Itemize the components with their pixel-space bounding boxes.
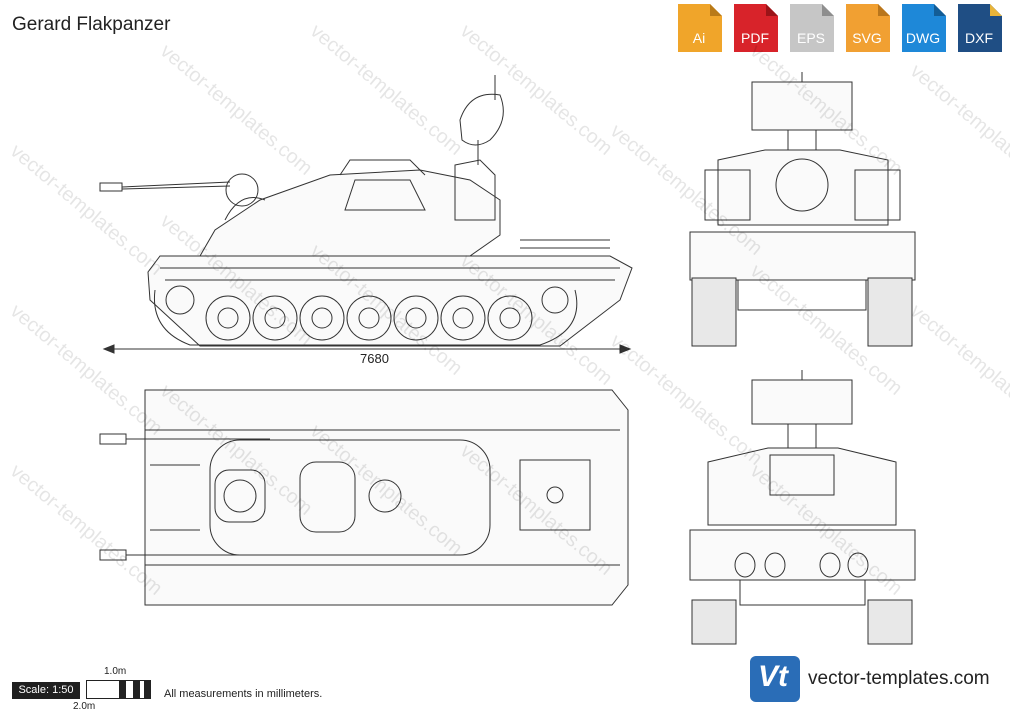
dwg-format-badge[interactable]: DWG [900,4,946,52]
dimension-line [102,344,632,354]
file-icon [790,4,834,52]
dxf-format-badge[interactable]: DXF [956,4,1002,52]
file-icon [678,4,722,52]
format-badges: Ai PDF EPS SVG DWG DXF [676,4,1002,52]
file-icon [958,4,1002,52]
scale-bar [86,680,151,699]
scale-label: Scale: 1:50 [12,682,80,699]
page-title: Gerard Flakpanzer [12,14,171,35]
side-view [99,75,633,347]
eps-format-badge[interactable]: EPS [788,4,834,52]
pdf-format-badge[interactable]: PDF [732,4,778,52]
scale-small-label: 1.0m [104,666,127,677]
top-view [99,389,629,606]
front-view [689,72,916,347]
length-dimension: 7680 [360,351,389,366]
svg-format-badge[interactable]: SVG [844,4,890,52]
file-icon [902,4,946,52]
scale-large-label: 2.0m [73,701,96,712]
rear-view [689,370,916,645]
file-icon [846,4,890,52]
file-icon [734,4,778,52]
ai-format-badge[interactable]: Ai [676,4,722,52]
logo-text: Vt [758,660,788,693]
brand-logo[interactable] [750,656,800,702]
measurement-note: All measurements in millimeters. [164,688,323,700]
site-name[interactable]: vector-templates.com [808,668,990,689]
